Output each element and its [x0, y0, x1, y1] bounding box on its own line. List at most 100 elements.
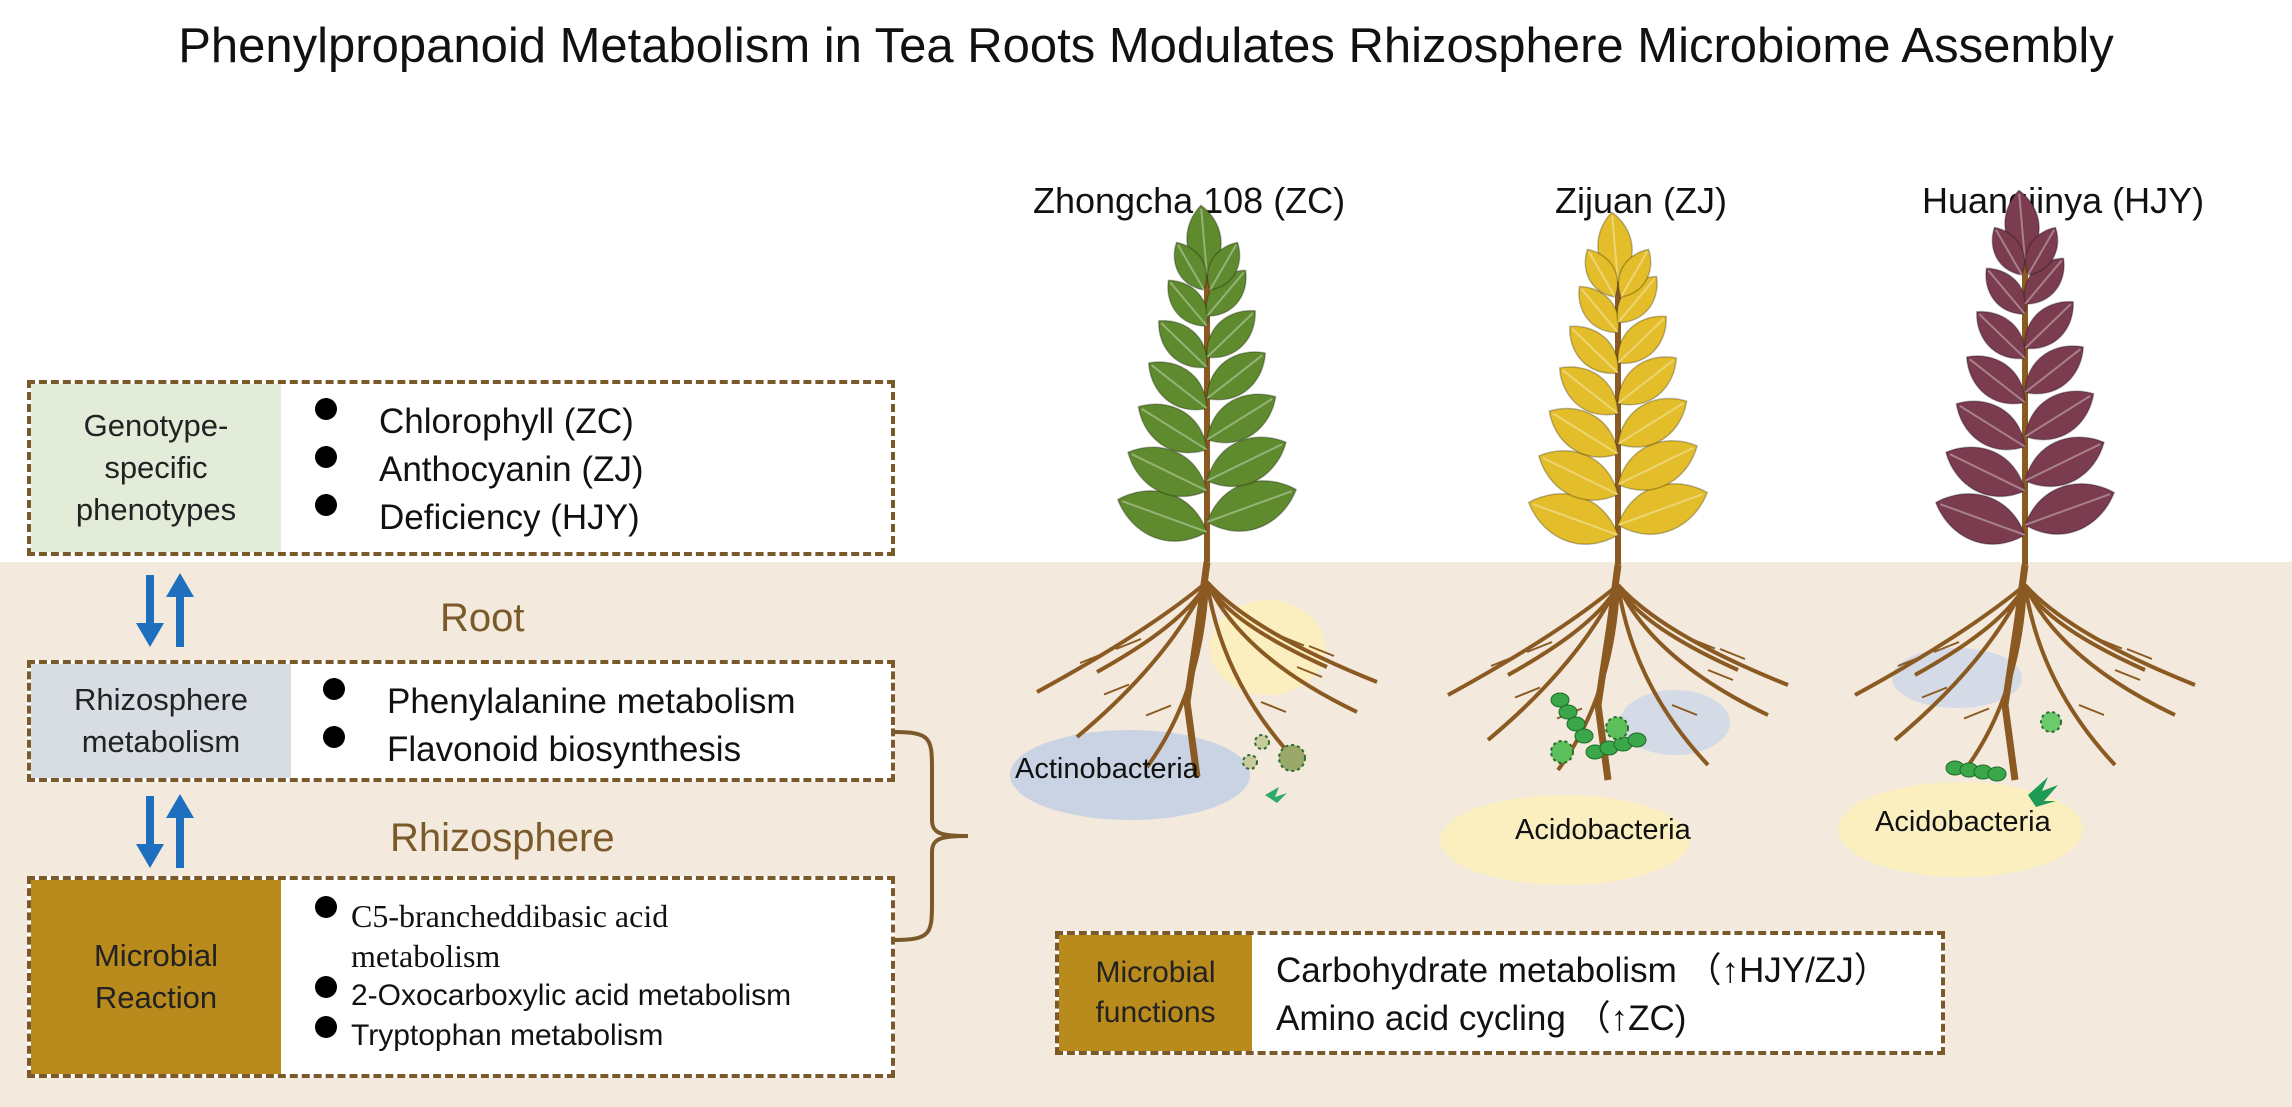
leaf-vein [1206, 312, 1254, 359]
leaf-vein [1200, 208, 1208, 276]
leaf [1127, 446, 1208, 498]
list-item: Phenylalanine metabolism [321, 678, 796, 726]
leaf [1538, 450, 1619, 501]
leaf-vein [2024, 259, 2063, 305]
root-hair [1719, 648, 1746, 660]
microbe-filament [1265, 787, 1287, 803]
leaf [1558, 366, 1619, 416]
leaf-vein [2024, 395, 2091, 438]
lateral-root [1205, 580, 1378, 684]
microbe-spiky [1278, 744, 1306, 772]
leaf [1991, 226, 2026, 276]
leaf-vein [1160, 322, 1208, 369]
leaf [1617, 483, 1709, 535]
bacteria-label-zj: Acidobacteria [1515, 814, 1691, 846]
leaf [1617, 397, 1688, 448]
root-hair [1145, 704, 1172, 717]
leaf-vein [1588, 251, 1616, 298]
leaf-vein [1968, 358, 2026, 404]
list-item: Anthocyanin (ZJ) [313, 446, 644, 494]
leaf-vein [1611, 215, 1619, 283]
leaf [1569, 325, 1619, 374]
leaf [1578, 285, 1620, 334]
bidirectional-arrows-top [136, 573, 194, 647]
leaf-vein [1206, 271, 1245, 317]
leaf-vein [1617, 318, 1665, 364]
list-item: Tryptophan metabolism [313, 1016, 791, 1056]
microbe-chain [1550, 692, 1570, 708]
lateral-root [1205, 581, 1299, 764]
lateral-root [1914, 584, 2027, 677]
cultivar-title-zc: Zhongcha 108 (ZC) [1033, 180, 1346, 221]
microbial-reaction-label: Microbial Reaction [31, 880, 281, 1074]
leaf [1945, 446, 2026, 498]
cultivar-title-hjy: Huangjinya (HJY) [1922, 180, 2205, 221]
leaf [1206, 393, 1277, 444]
actino-zone-hjy [1892, 648, 2022, 708]
microbial-reaction-list: C5-brancheddibasic acid metabolism 2-Oxo… [313, 896, 791, 1056]
leaf-vein [1617, 278, 1656, 324]
leaf [1548, 407, 1619, 458]
leaf [1206, 241, 1241, 291]
root-hair [1963, 707, 1990, 720]
leaf [2023, 257, 2065, 305]
leaf-vein [1617, 446, 1694, 486]
leaf-vein [1939, 503, 2026, 536]
lateral-root [1145, 581, 1209, 769]
acidobacteria-zone-zj [1440, 795, 1690, 885]
leaf [1206, 480, 1298, 532]
bacteria-label-hjy: Acidobacteria [1875, 806, 2051, 838]
root-hair [1079, 652, 1106, 664]
list-item: Amino acid cycling （↑ZC) [1276, 999, 1687, 1038]
phenotypes-box: Genotype- specific phenotypes Chlorophyl… [27, 380, 895, 556]
root-hair [1671, 704, 1698, 716]
root-hair [1260, 701, 1287, 713]
lateral-root [1616, 583, 1789, 687]
leaf-vein [2027, 229, 2055, 276]
leaf [2024, 483, 2116, 535]
lateral-root [1507, 584, 1620, 677]
root-hair [1526, 641, 1553, 653]
lateral-root [1616, 584, 1769, 717]
lateral-root [2023, 583, 2196, 687]
leaf [1527, 493, 1619, 545]
list-item: 2-Oxocarboxylic acid metabolism [313, 976, 791, 1016]
leaf [1173, 241, 1208, 291]
leaf-vein [1617, 402, 1684, 445]
lateral-root [1205, 581, 1358, 714]
lateral-root [1036, 580, 1209, 694]
rhizosphere-label: Rhizosphere [390, 816, 615, 860]
leaf [1206, 436, 1287, 488]
leaf-vein [1209, 244, 1237, 291]
microbe-spiky [1605, 716, 1629, 740]
leaf-vein [1561, 369, 1619, 415]
root-hair [2078, 704, 2105, 716]
microbe-spiky [1550, 740, 1574, 764]
leaf [2024, 436, 2105, 488]
lateral-root [2023, 584, 2117, 767]
leaf-vein [1959, 405, 2026, 448]
leaf-vein [1617, 359, 1675, 405]
leaf [1617, 440, 1698, 491]
lateral-root [1616, 584, 1710, 767]
leaf [1206, 351, 1267, 401]
microbe-chain [1574, 728, 1594, 744]
microbe-spiky [1254, 734, 1270, 750]
microbe-chain [1987, 766, 2007, 782]
leaf-vein [1571, 328, 1619, 374]
leaf [2024, 300, 2074, 350]
leaf-vein [1978, 313, 2026, 360]
metabolism-box: Rhizosphere metabolism Phenylalanine met… [27, 660, 895, 782]
list-item: Flavonoid biosynthesis [321, 726, 796, 774]
actinobacteria-zone [1010, 730, 1250, 820]
root-hair [2114, 669, 2141, 681]
leaf [1616, 275, 1658, 324]
leaf [1205, 269, 1247, 317]
lateral-root [1893, 584, 2027, 742]
leaf-vein [1620, 251, 1648, 298]
leaf [1617, 248, 1652, 298]
leaf [2024, 390, 2095, 441]
leaf-vein [1177, 244, 1205, 291]
leaf-vein [1580, 288, 1619, 334]
